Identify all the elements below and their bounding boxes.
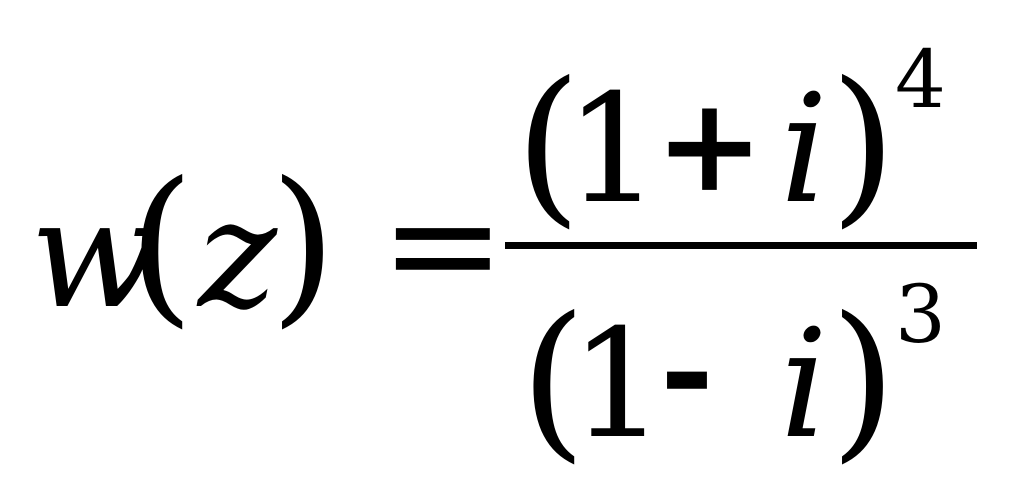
numerator-close-paren: ) [830,46,897,244]
lhs-open-paren: ( [128,146,195,344]
lhs-close-paren: ) [270,146,337,344]
function-symbol-w: w [30,168,159,342]
numerator-plus-operator: + [655,68,764,221]
denominator-exponent: 3 [895,268,946,361]
denominator-open-paren: ( [520,281,587,479]
numerator-exponent: 4 [895,33,946,126]
denominator-close-paren: ) [830,281,897,479]
fraction-bar [505,242,977,249]
denominator-imaginary-unit: i [780,298,828,472]
equals-sign: = [380,158,506,332]
denominator-minus-operator: - [660,293,714,446]
numerator-imaginary-unit: i [780,63,828,237]
numerator-open-paren: ( [515,46,582,244]
numerator-one: 1 [565,63,661,237]
variable-z: z [198,168,278,342]
denominator-one: 1 [570,298,666,472]
